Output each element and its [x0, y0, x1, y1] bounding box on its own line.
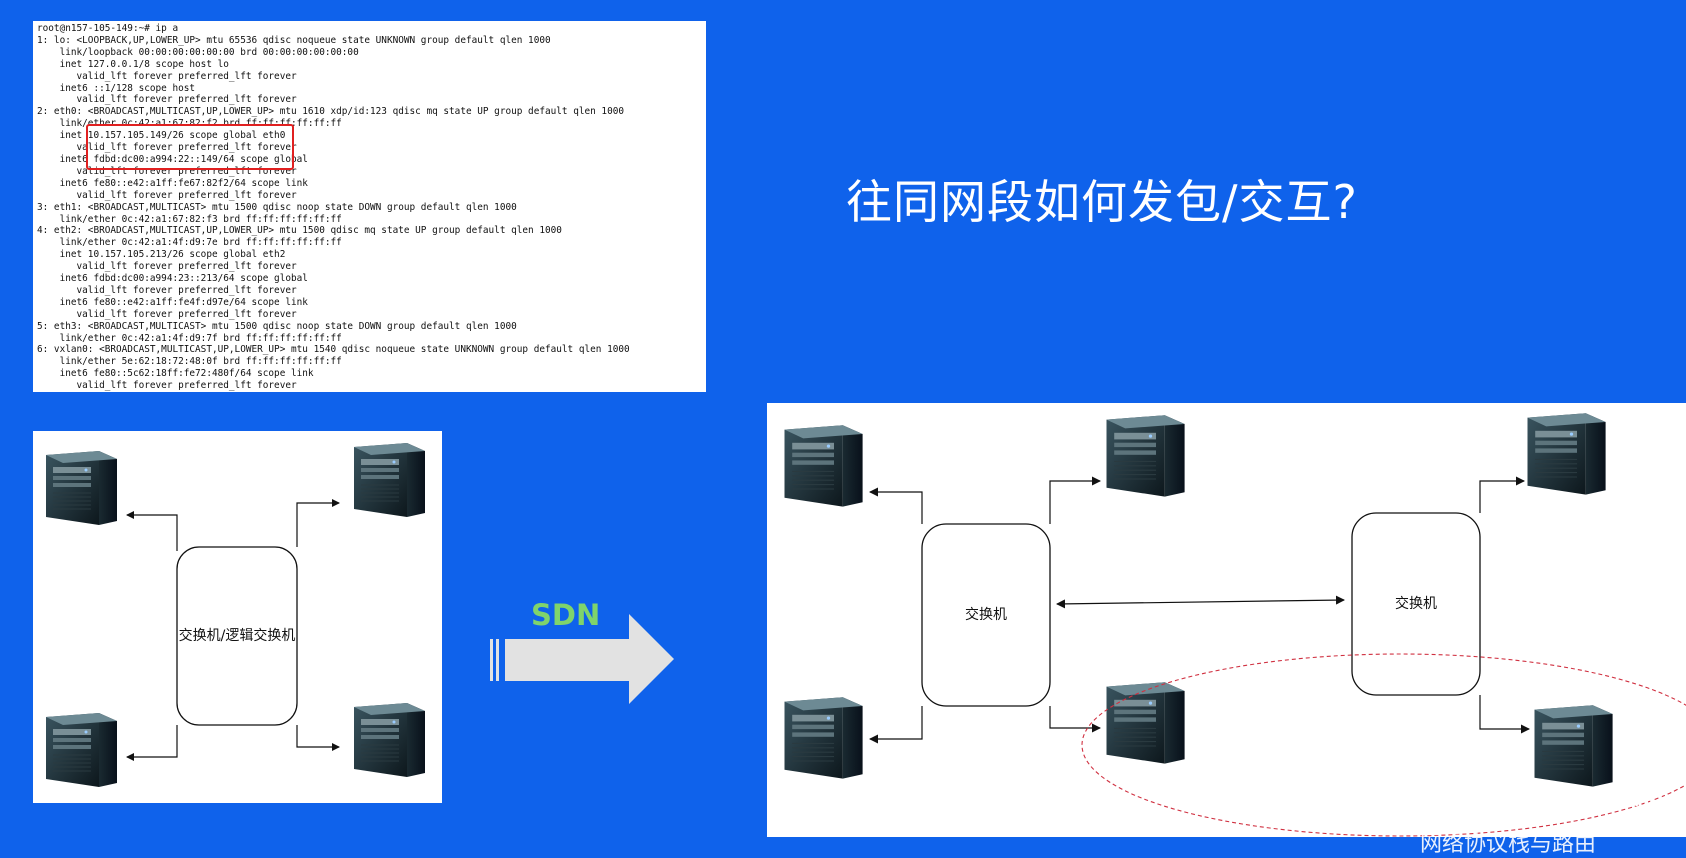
logical-switch-label: 交换机/逻辑交换机: [179, 627, 296, 644]
terminal-text: root@n157-105-149:~# ip a 1: lo: <LOOPBA…: [37, 23, 630, 392]
server-icon: [45, 450, 118, 526]
terminal-output-panel: root@n157-105-149:~# ip a 1: lo: <LOOPBA…: [33, 21, 706, 392]
server-icon: [353, 442, 426, 518]
sdn-label: SDN: [531, 598, 601, 632]
switch-a-box: [921, 523, 1051, 707]
slide-title: 往同网段如何发包/交互?: [846, 175, 1358, 229]
server-icon: [1533, 704, 1614, 788]
switch-b-box: [1351, 512, 1481, 696]
left-diagram-links: [126, 499, 340, 761]
highlight-ellipse: [1081, 653, 1686, 837]
right-diagram: 交换机 交换机: [767, 403, 1686, 837]
server-icon: [1105, 681, 1186, 765]
right-diagram-svg: 交换机 交换机: [783, 412, 1686, 837]
left-diagram-svg: 交换机/逻辑交换机: [45, 442, 426, 788]
logical-switch-box: [176, 546, 298, 726]
server-icon: [45, 712, 118, 788]
ip-highlight-box: [86, 124, 294, 170]
left-diagram: 交换机/逻辑交换机: [33, 431, 442, 803]
server-icon: [1105, 414, 1186, 498]
server-icon: [353, 702, 426, 778]
server-icon: [1526, 412, 1607, 496]
switch-b-label: 交换机: [1395, 595, 1437, 612]
switch-a-label: 交换机: [965, 606, 1007, 623]
right-diagram-links: [869, 476, 1530, 744]
server-icon: [783, 696, 864, 780]
watermark-text: 掘金技术社区 @ 三三两两_coding: [1292, 784, 1664, 812]
sdn-arrow: [490, 614, 674, 704]
server-icon: [783, 424, 864, 508]
cut-off-caption: 网络协议栈与路由: [1420, 832, 1597, 857]
